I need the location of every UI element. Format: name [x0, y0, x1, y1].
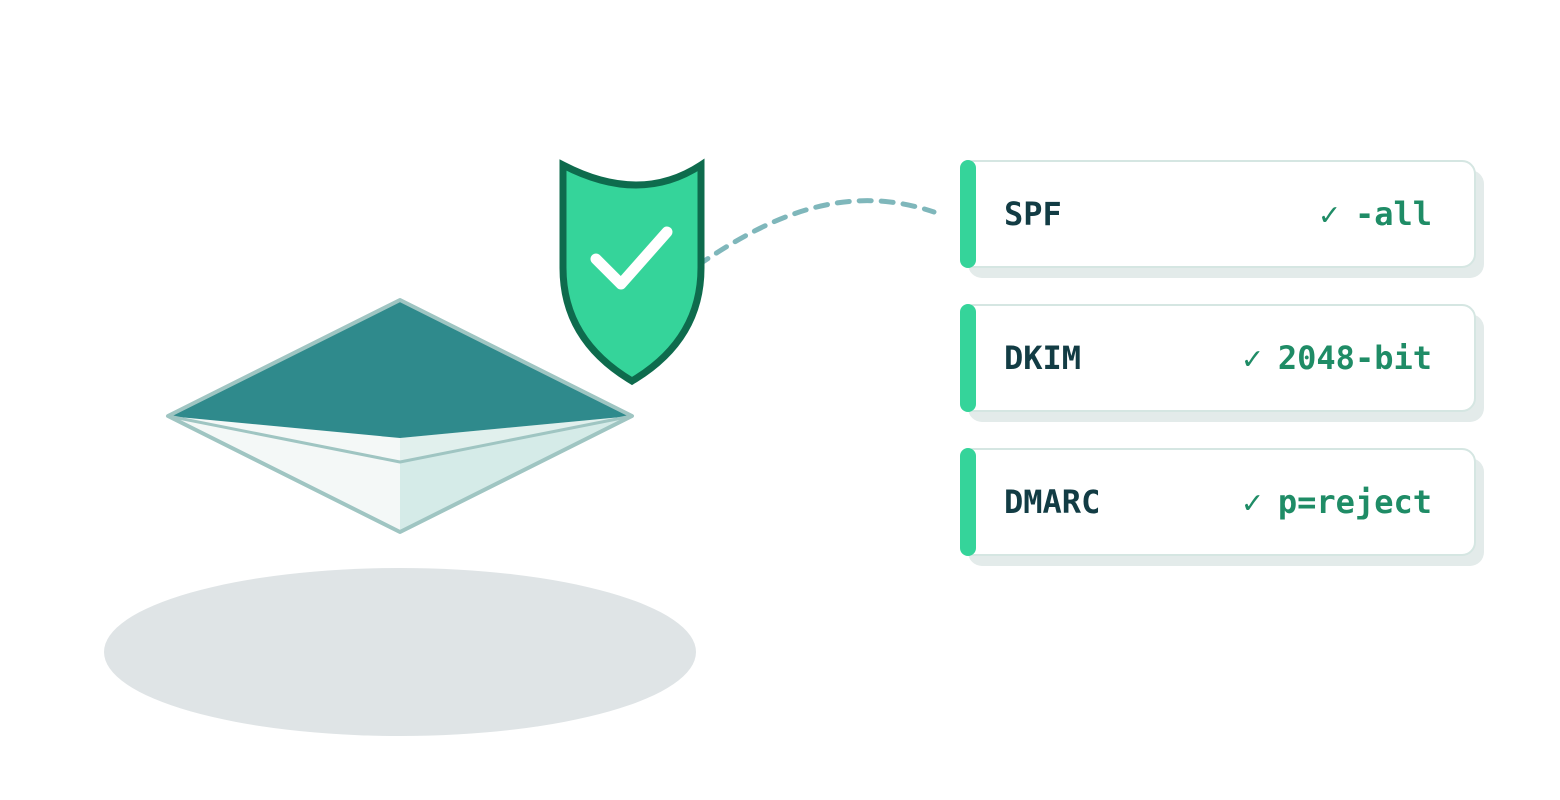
check-mark: [590, 226, 673, 290]
record-name: DMARC: [1004, 483, 1101, 521]
card-body: [960, 448, 1476, 556]
record-name: SPF: [1004, 195, 1062, 233]
card-body: [960, 160, 1476, 268]
envelope-fold-line: [167, 414, 633, 464]
record-status: ✓ -all: [1320, 196, 1432, 232]
card-accent-bar: [960, 160, 976, 268]
record-status: ✓ 2048-bit: [1243, 340, 1432, 376]
record-value: p=reject: [1277, 483, 1432, 521]
check-icon: ✓: [1242, 483, 1262, 521]
check-icon: ✓: [1242, 339, 1262, 377]
record-value: -all: [1354, 195, 1432, 233]
envelope-outline: [166, 298, 634, 534]
record-card-dkim: DKIM ✓ 2048-bit: [960, 304, 1484, 422]
card-body: [960, 304, 1476, 412]
envelope-flap: [168, 300, 632, 438]
ground-shadow: [104, 568, 696, 736]
record-value: 2048-bit: [1277, 339, 1432, 377]
record-name: DKIM: [1004, 339, 1082, 377]
record-status: ✓ p=reject: [1243, 484, 1432, 520]
card-accent-bar: [960, 448, 976, 556]
record-card-spf: SPF ✓ -all: [960, 160, 1484, 278]
shield-check-icon: [559, 158, 705, 386]
envelope-icon: [166, 298, 634, 534]
connector-line: [677, 198, 937, 281]
record-card-dmarc: DMARC ✓ p=reject: [960, 448, 1484, 566]
card-accent-bar: [960, 304, 976, 412]
check-icon: ✓: [1319, 195, 1339, 233]
